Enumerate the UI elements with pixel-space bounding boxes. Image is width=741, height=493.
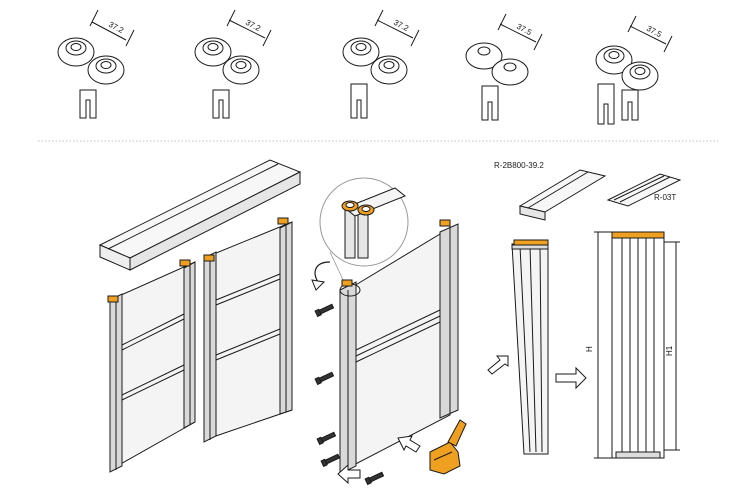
hollow-arrow-icon: [337, 463, 361, 485]
screw-icon: [364, 471, 385, 486]
roller-dimension: 37.2: [244, 18, 262, 34]
top-guide-clip: [439, 219, 451, 227]
curved-arrow-icon: [311, 261, 331, 291]
height-label: H: [585, 346, 594, 352]
screw-icon: [314, 371, 335, 386]
roller-row: 37.2 37.2 37.2: [57, 9, 673, 125]
hollow-arrow-icon: [397, 435, 421, 453]
roller-dimension: 37.5: [515, 22, 533, 38]
height1-label: H1: [665, 345, 674, 356]
top-track: [98, 159, 302, 271]
door-panel-left: [107, 259, 196, 473]
profiles-and-elevation: R-2B800-39.2 R-03T: [487, 161, 682, 459]
roller-wheel-icon: 37.2: [57, 9, 135, 119]
detail-callout: [319, 177, 409, 267]
roller-dimension: 37.2: [107, 20, 125, 36]
door-tilted: [511, 239, 549, 455]
door-elevation: H H1: [585, 231, 680, 459]
top-guide-clip: [341, 279, 353, 287]
roller-dimension: 37.2: [392, 18, 410, 34]
door-panel-right: [203, 217, 293, 443]
roller-wheel-icon: 37.2: [342, 9, 420, 119]
hollow-arrow-icon: [487, 355, 509, 375]
screw-icon: [316, 431, 337, 446]
door-assembly-left: [98, 159, 302, 473]
top-guide-clip: [203, 254, 215, 262]
top-track-profile: R-2B800-39.2: [494, 161, 607, 221]
roller-wheel-icon: 37.2: [194, 9, 272, 119]
roller-wheel-icon: 37.5: [595, 15, 673, 125]
door-assembly-middle: [311, 177, 467, 486]
roller-wheel-icon: 37.5: [465, 13, 543, 121]
bottom-track-profile: R-03T: [606, 173, 682, 207]
hollow-arrow-icon: [555, 366, 587, 390]
door-panel-middle: [339, 219, 459, 475]
roller-dimension: 37.5: [645, 24, 663, 40]
top-guide-clip: [277, 217, 289, 225]
bottom-track-label: R-03T: [654, 193, 676, 202]
top-guide-clip: [107, 295, 119, 303]
top-guide-clip: [179, 259, 191, 267]
screw-icon: [314, 303, 335, 318]
screw-icon: [320, 453, 341, 468]
hand-icon: [429, 419, 467, 475]
top-track-label: R-2B800-39.2: [494, 161, 544, 170]
